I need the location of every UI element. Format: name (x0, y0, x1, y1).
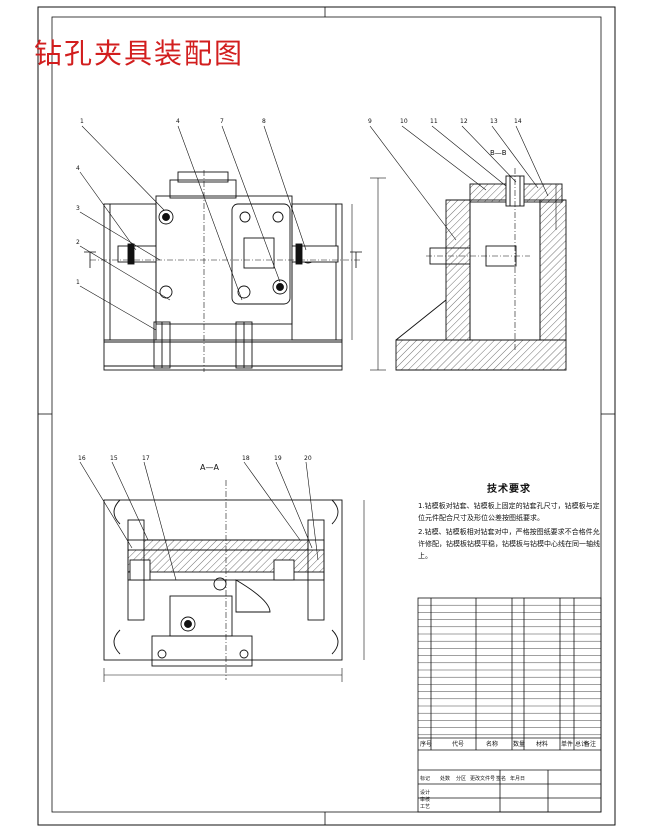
balloon-label: 4 (176, 118, 180, 125)
role-label: 审核 (420, 796, 430, 803)
section-aa-label: A—A (200, 463, 219, 472)
frame-tick-marks (38, 7, 615, 825)
balloon-label: 16 (78, 455, 86, 462)
balloon-label: 17 (142, 455, 150, 462)
role-label: 工艺 (420, 804, 430, 810)
balloon-label: 13 (490, 118, 498, 125)
balloon-label: 7 (220, 118, 224, 125)
section-aa-view (103, 480, 365, 682)
aa-leaders (79, 461, 319, 581)
parts-col-header: 代号 (452, 740, 464, 748)
parts-list-rows (418, 605, 601, 735)
drawing-title: 钻孔夹具装配图 (34, 37, 245, 70)
front-view (84, 170, 386, 372)
balloon-label: 11 (430, 118, 438, 125)
parts-col-header: 数量 (513, 740, 525, 748)
side-section-view (395, 168, 567, 371)
tech-req-item-1: 1.钻模板对钻套、钻模板上固定的钻套孔尺寸，钻模板与定位元件配合尺寸及形位公差按… (418, 502, 600, 522)
parts-col-header: 单件 (561, 740, 573, 748)
balloon-label: 9 (368, 118, 372, 125)
outer-frame (37, 6, 616, 826)
parts-col-header: 序号 (420, 740, 432, 748)
tech-req-item-2: 2.钻模、钻模板相对钻套对中，严格按图纸要求不合格件允许修配，钻模板钻模平稳，钻… (418, 528, 600, 560)
sign-row-label: 分区 (456, 775, 466, 782)
balloon-label: 14 (514, 118, 522, 125)
role-label: 设计 (420, 789, 430, 796)
balloon-label: 18 (242, 455, 250, 462)
balloon-label: 8 (262, 118, 266, 125)
tech-req-heading: 技术要求 (487, 484, 531, 495)
front-leaders (79, 125, 307, 331)
title-block (417, 597, 602, 813)
sign-row-label: 签名 (496, 775, 506, 782)
section-bb-label: B—B (490, 149, 507, 157)
balloon-label: 1 (80, 118, 84, 125)
balloon-label: 10 (400, 118, 408, 125)
balloon-label: 20 (304, 455, 312, 462)
balloon-label: 2 (76, 239, 80, 246)
balloon-label: 19 (274, 455, 282, 462)
side-leaders (369, 125, 549, 241)
balloon-label: 1 (76, 279, 80, 286)
parts-col-header: 名称 (486, 740, 498, 748)
balloon-label: 15 (110, 455, 118, 462)
parts-col-header: 材料 (536, 740, 548, 748)
sign-row-label: 标记 (420, 775, 430, 782)
sign-row-label: 处数 (440, 775, 450, 782)
balloon-label: 12 (460, 118, 468, 125)
balloon-label: 3 (76, 205, 80, 212)
sign-row-label: 更改文件号 (470, 775, 495, 782)
technical-requirements: 技术要求 1.钻模板对钻套、钻模板上固定的钻套孔尺寸，钻模板与定位元件配合尺寸及… (418, 484, 600, 564)
inner-frame (51, 16, 602, 813)
balloon-label: 4 (76, 165, 80, 172)
parts-col-header: 总计 (575, 740, 587, 748)
sign-row-label: 年月日 (510, 775, 525, 782)
parts-col-header: 备注 (584, 740, 596, 748)
